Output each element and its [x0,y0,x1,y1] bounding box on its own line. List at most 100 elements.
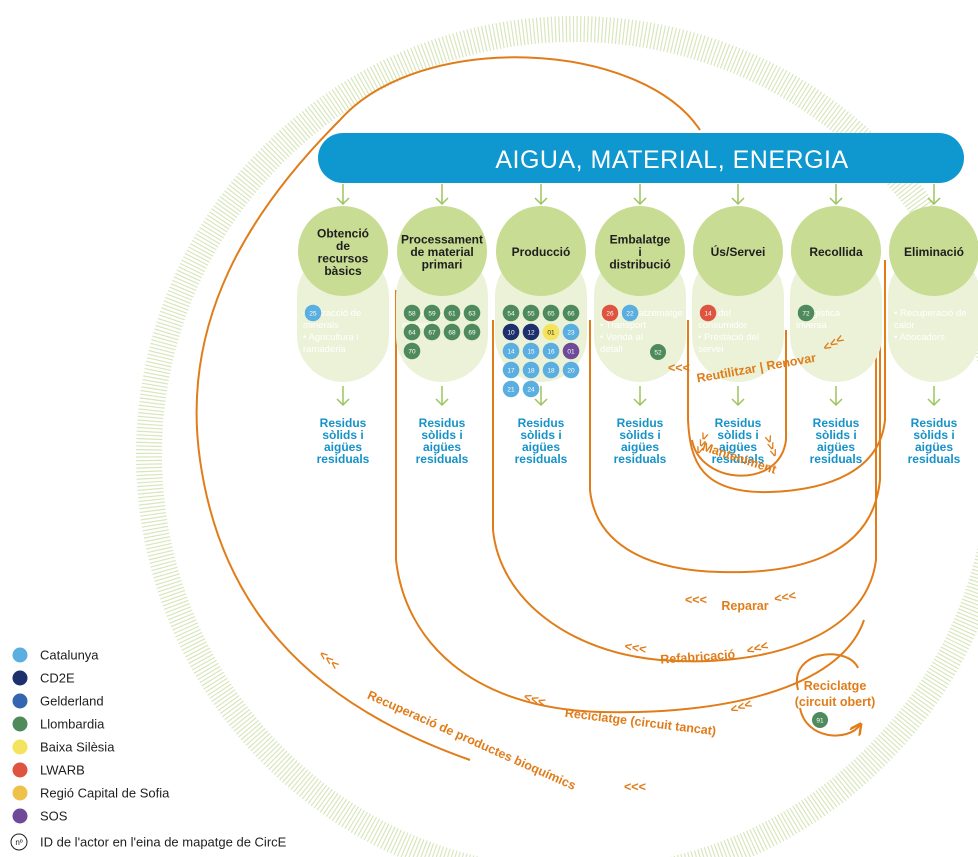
actor-dot [562,342,580,360]
waste-label: sòlids i [815,428,856,442]
actor-id: 01 [547,330,555,337]
stage-label: distribució [609,258,670,272]
waste-label: aigües [719,440,757,454]
loop-chevrons: <<< [773,588,797,606]
actor-dot [423,323,441,341]
legend-swatch [12,785,28,801]
actor-id: 54 [507,311,515,318]
actor-id: 61 [448,311,456,318]
loop-labels: Manteniment<<<<<<52<<<Reutilitzar | Reno… [316,332,875,794]
actor-dot [522,361,540,379]
actor-dot [423,304,441,322]
actor-id: 69 [468,330,476,337]
actor-dot [562,304,580,322]
actor-id: 10 [507,330,515,337]
loop-chevrons: <<< [745,638,770,657]
stage-item: • Prestació del [698,332,759,343]
actor-dot [443,323,461,341]
waste-label: Residus [715,416,762,430]
actor-id: 12 [527,330,535,337]
arrow-head-icon [633,398,647,407]
stage-label: Recollida [809,245,863,259]
actor-dot [443,304,461,322]
waste-label: residuals [614,452,667,466]
actor-dot [522,304,540,322]
legend-swatch [12,808,28,824]
stage-item: • Emmagatzematge [600,308,683,319]
waste-label: sòlids i [717,428,758,442]
legend-swatch [12,693,28,709]
waste-label: residuals [712,452,765,466]
loop-arc-reciclatge-obert [795,653,860,737]
loop-label-bioquimics: Recuperació de productes bioquímics [365,688,578,793]
loop-chevrons: <<< [685,593,707,607]
stage-item: • Logística [796,308,841,319]
actor-dot [542,304,560,322]
loop-chevrons: <<< [623,639,647,657]
arrow-head-icon [731,197,745,206]
actor-id: 16 [547,349,555,356]
stage-circle [889,206,978,296]
stage-label: bàsics [324,264,362,278]
waste-label: Residus [518,416,565,430]
arrow-head-icon [829,398,843,407]
actor-id: 20 [567,368,575,375]
legend-label: Gelderland [40,694,104,709]
actor-dot [304,304,322,322]
actor-dot [542,342,560,360]
waste-label: residuals [416,452,469,466]
loop-label-reparar: Reparar [721,599,768,613]
stage-label: Producció [512,245,571,259]
stage-label: Processament [401,233,483,247]
actor-id: 55 [527,311,535,318]
stage-label: recursos [318,251,369,265]
actor-id: 18 [547,368,555,375]
loop-chevrons: <<< [668,361,690,375]
actor-id: 21 [507,387,515,394]
loop-arc-reciclatge-tancat [395,290,865,714]
stage-item: • Transport [600,320,646,331]
actor-dot [542,361,560,379]
loop-arc-reparar [589,320,881,574]
actor-dot [502,304,520,322]
actor-id: 65 [547,311,555,318]
actor-id: 72 [802,311,810,318]
stage-label: i [638,245,641,259]
actor-id: 01 [567,349,575,356]
actor-id: 91 [816,718,824,725]
arrow-head-icon [336,197,350,206]
arrow-head-icon [534,197,548,206]
actor-dot [601,304,619,322]
loops-layer [195,56,886,761]
waste-label: Residus [911,416,958,430]
actor-dot [562,361,580,379]
waste-label: aigües [621,440,659,454]
banner-title: AIGUA, MATERIAL, ENERGIA [495,146,848,174]
legend-label: Regió Capital de Sofia [40,786,170,801]
actor-dot [522,323,540,341]
waste-label: Residus [617,416,664,430]
loop-label-reciclatge-tancat: Reciclatge (circuit tancat) [564,706,717,738]
legend-swatch [12,670,28,686]
actor-id: 15 [527,349,535,356]
loop-arc-refabricacio [492,320,877,663]
stage-label: Embalatge [610,233,671,247]
arrow-head-icon [336,398,350,407]
actor-dot [699,304,717,322]
actor-dot [621,304,639,322]
waste-label: residuals [908,452,961,466]
stage-circle [791,206,881,296]
stage-label: Eliminació [904,245,964,259]
actor-id: 64 [408,330,416,337]
actor-id: 25 [309,311,317,318]
legend-swatch [12,716,28,732]
waste-label: aigües [915,440,953,454]
loop-chevrons: <<< [316,648,342,673]
stage-label: Ús/Servei [711,244,766,259]
loop-label-refabricacio: Refabricació [660,647,736,666]
actor-id: 67 [428,330,436,337]
